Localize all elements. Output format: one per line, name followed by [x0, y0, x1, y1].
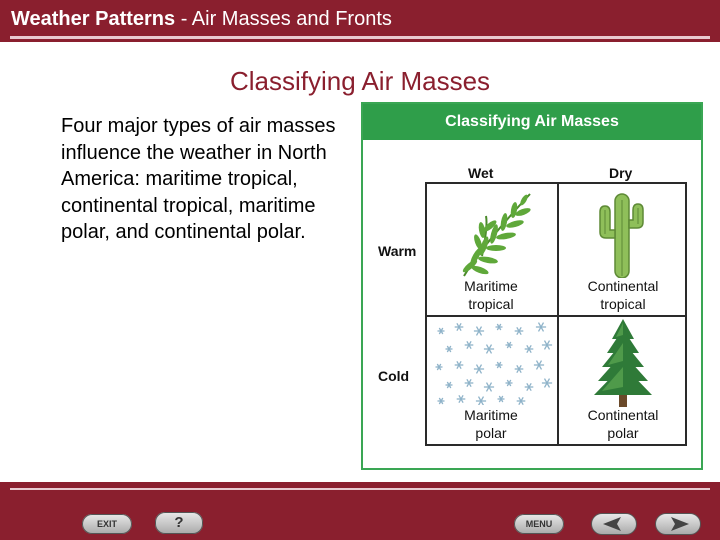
- header-title: Weather Patterns - Air Masses and Fronts: [11, 7, 392, 31]
- slide-title: Classifying Air Masses: [229, 66, 491, 96]
- body-text: Four major types of air masses influence…: [61, 115, 336, 243]
- snowflake: [524, 382, 534, 392]
- snowflake: [475, 396, 487, 405]
- cell-label-line: Maritime: [464, 278, 518, 294]
- classification-figure: Classifying Air Masses Wet Dry Warm Cold: [361, 102, 703, 470]
- help-button[interactable]: ?: [155, 512, 203, 534]
- row-header-warm: Warm: [378, 243, 417, 259]
- cell-label-continental-tropical: Continental tropical: [559, 277, 687, 313]
- snowflake: [464, 340, 474, 350]
- snowflake: [473, 326, 485, 336]
- column-header-dry: Dry: [609, 165, 633, 181]
- left-arrow-icon: [603, 517, 621, 531]
- cell-label-line: Maritime: [464, 407, 518, 423]
- row-header-cold: Cold: [378, 368, 410, 384]
- cell-label-line: tropical: [468, 296, 514, 312]
- cell-label-line: Continental: [587, 278, 659, 294]
- classification-grid: Maritime tropical Continental tropical Mar…: [425, 182, 687, 446]
- column-header-wet: Wet: [468, 165, 494, 181]
- snowflake: [437, 397, 445, 405]
- cell-label-maritime-tropical: Maritime tropical: [427, 277, 555, 313]
- snowflake: [516, 396, 526, 405]
- snowflake: [445, 345, 453, 353]
- cell-label-maritime-polar: Maritime polar: [427, 406, 555, 442]
- snowflake: [454, 322, 464, 332]
- header-title-sub: - Air Masses and Fronts: [175, 8, 392, 30]
- snowflake: [495, 361, 503, 369]
- snowflake: [483, 344, 495, 354]
- previous-button[interactable]: [591, 513, 637, 535]
- snowflake: [456, 394, 466, 404]
- cell-label-line: Continental: [587, 407, 659, 423]
- figure-title: Classifying Air Masses: [445, 113, 619, 130]
- snowflake: [495, 323, 503, 331]
- snowflake: [505, 341, 513, 349]
- snowflake: [524, 344, 534, 354]
- pine-tree-icon: [594, 319, 652, 407]
- grid-vertical-divider: [557, 184, 559, 444]
- snowflake: [514, 364, 524, 374]
- exit-button[interactable]: EXIT: [82, 514, 132, 534]
- snowflake: [464, 378, 474, 388]
- snowflake: [445, 381, 453, 389]
- snowflake: [473, 364, 485, 374]
- snowflake: [535, 322, 547, 332]
- snowflake: [541, 340, 553, 350]
- snowflake: [533, 360, 545, 370]
- cell-label-continental-polar: Continental polar: [559, 406, 687, 442]
- grid-horizontal-divider: [427, 315, 685, 317]
- figure-title-band: Classifying Air Masses: [363, 104, 701, 140]
- next-button[interactable]: [655, 513, 701, 535]
- right-arrow-icon: [671, 517, 689, 531]
- snowflake-icon: [435, 322, 553, 405]
- cell-label-line: polar: [607, 425, 639, 441]
- snowflake: [497, 395, 505, 403]
- snowflake: [541, 378, 553, 388]
- snowflake: [514, 326, 524, 336]
- menu-button[interactable]: MENU: [514, 514, 564, 534]
- snowflake: [437, 327, 445, 335]
- snowflake: [454, 360, 464, 370]
- footer-divider: [10, 488, 710, 490]
- snowflake: [505, 379, 513, 387]
- header-bar: Weather Patterns - Air Masses and Fronts: [0, 0, 720, 42]
- snowflake: [435, 363, 443, 371]
- snowflake: [483, 382, 495, 392]
- cactus-icon: [599, 193, 644, 278]
- fern-icon: [462, 193, 531, 277]
- header-title-main: Weather Patterns: [11, 8, 176, 30]
- header-divider: [10, 36, 710, 39]
- cell-label-line: polar: [475, 425, 507, 441]
- cell-label-line: tropical: [600, 296, 646, 312]
- footer-bar: EXIT ? MENU: [0, 482, 720, 540]
